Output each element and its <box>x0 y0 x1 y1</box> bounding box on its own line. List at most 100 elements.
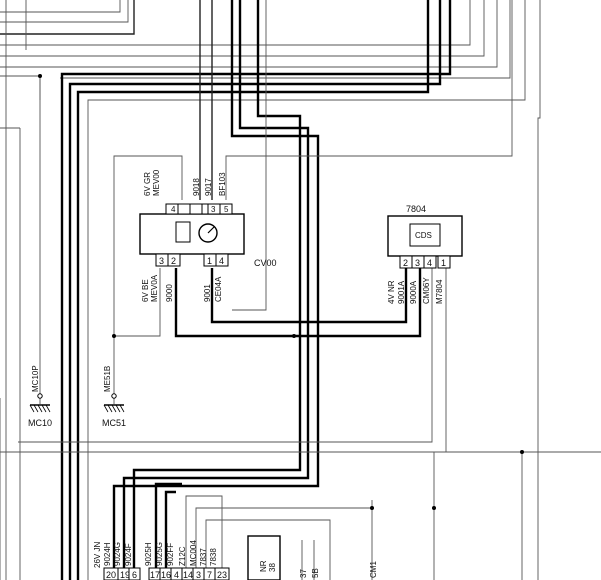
7804-pin-label: 4 <box>427 258 432 268</box>
cv00-wire-label: 6V BE <box>141 279 150 302</box>
connector-pin-label: 23 <box>217 570 227 580</box>
connector-pin-label: 16 <box>161 570 171 580</box>
7804-pin <box>423 255 437 269</box>
box-label: 38 <box>268 563 277 572</box>
cv00-top-pin-label: 4 <box>171 205 176 214</box>
cv00-bottom-pin-label: 3 <box>159 256 164 266</box>
wire <box>122 0 310 580</box>
connector-wire-label: 7838 <box>209 548 218 566</box>
box-outline <box>247 535 281 580</box>
wire <box>60 0 452 580</box>
ground-icon <box>103 404 125 413</box>
wire <box>205 519 331 580</box>
wire <box>0 0 129 23</box>
ground-mc10: MC10P MC10 <box>28 365 52 428</box>
component-cv00: 4 3 5 3 2 1 4 CV00 6V GR MEV00 9018 9017… <box>139 169 277 302</box>
connector-wire-label: Z12C <box>178 546 187 566</box>
connector-wire-label: 9025G <box>155 542 164 566</box>
connector-wire-label: MC004 <box>189 540 198 566</box>
wire <box>132 0 302 580</box>
cv00-wire-label: MEV00 <box>152 169 161 196</box>
connector-pin-label: 14 <box>183 570 193 580</box>
wire <box>113 155 183 398</box>
cv00-pin <box>167 253 181 267</box>
wire <box>445 268 601 453</box>
ground-wire-label: ME51B <box>103 366 112 392</box>
junction-dot <box>112 334 116 338</box>
wire <box>0 0 485 57</box>
wire <box>225 0 513 200</box>
connector-wire-label: 7837 <box>199 548 208 566</box>
gauge-needle-icon <box>207 226 215 234</box>
7804-wire-label: CM06Y <box>422 277 431 304</box>
7804-pin-label: 1 <box>441 258 446 268</box>
connector-pin-label: 19 <box>120 570 130 580</box>
wire <box>164 490 176 580</box>
connector-wire-label: 9024F <box>124 543 133 566</box>
component-7804: 7804 CDS 2 3 4 1 4V NR 9001A 9000A CM06Y… <box>387 204 463 304</box>
wire <box>0 0 121 13</box>
wire <box>0 0 135 35</box>
misc-label: 37 <box>299 569 308 578</box>
cv00-pin <box>177 203 191 215</box>
cv00-pin <box>189 203 203 215</box>
cv00-wire-label: CE04A <box>214 276 223 302</box>
cv00-bottom-pin-label: 4 <box>219 256 224 266</box>
connector-header: 26V JN <box>93 542 102 568</box>
misc-label: 5B <box>311 568 320 578</box>
wire <box>0 0 471 46</box>
wire <box>210 268 408 324</box>
7804-wire-label: 4V NR <box>387 280 396 304</box>
wire <box>0 0 498 68</box>
7804-pin-label: 3 <box>415 258 420 268</box>
terminal-icon <box>37 393 43 399</box>
cv00-ref: CV00 <box>254 258 277 268</box>
connector-wire-label: 9024G <box>113 542 122 566</box>
cv00-pin <box>165 203 179 215</box>
connector-pin-label: 6 <box>132 570 137 580</box>
bottom-connector: 26V JN 9024H 9024G 9024F 9025H 9025G 902… <box>93 540 230 580</box>
wire <box>68 0 442 580</box>
cv00-top-pin-label: 5 <box>224 205 229 214</box>
misc-label: CM1 <box>369 561 378 578</box>
7804-inner-label: CDS <box>415 231 432 240</box>
wire <box>87 0 526 580</box>
7804-wire-label: M7804 <box>435 279 444 304</box>
connector-pin-label: 17 <box>150 570 160 580</box>
wire <box>232 0 267 311</box>
wire <box>185 495 223 580</box>
connector-pin <box>214 567 230 580</box>
connector-pin-label: 7 <box>207 570 212 580</box>
cv00-wire-label: BF103 <box>218 172 227 196</box>
wire <box>174 268 422 338</box>
bottom-box: NR 38 <box>247 535 281 580</box>
ground-wire-label: MC10P <box>31 365 40 392</box>
ground-mc51: ME51B MC51 <box>102 366 126 428</box>
cv00-bottom-pin-label: 1 <box>207 256 212 266</box>
wire <box>537 0 541 580</box>
wire <box>114 268 161 337</box>
connector-wire-label: 902FF <box>166 543 175 566</box>
wire <box>76 0 430 580</box>
7804-inner-box <box>409 223 441 247</box>
7804-pin <box>437 255 451 269</box>
cv00-top-pin-label: 3 <box>211 205 216 214</box>
cv00-wire-label: 9001 <box>203 284 212 302</box>
chip-icon <box>175 221 191 243</box>
junction-dot <box>432 506 436 510</box>
terminal-icon <box>111 393 117 399</box>
connector-pin <box>128 567 141 580</box>
junctions <box>38 74 524 510</box>
box-label: NR <box>259 560 268 572</box>
connector-pin-label: 4 <box>174 570 179 580</box>
junction-dot <box>292 334 296 338</box>
connector-pin-label: 3 <box>196 570 201 580</box>
cv00-wire-label: 9000 <box>165 284 174 302</box>
cv00-wire-label: MEV0A <box>150 274 159 302</box>
junction-dot <box>38 74 42 78</box>
cv00-bottom-pin-label: 2 <box>171 256 176 266</box>
wire <box>195 507 372 580</box>
connector-wire-label: 9024H <box>103 542 112 566</box>
